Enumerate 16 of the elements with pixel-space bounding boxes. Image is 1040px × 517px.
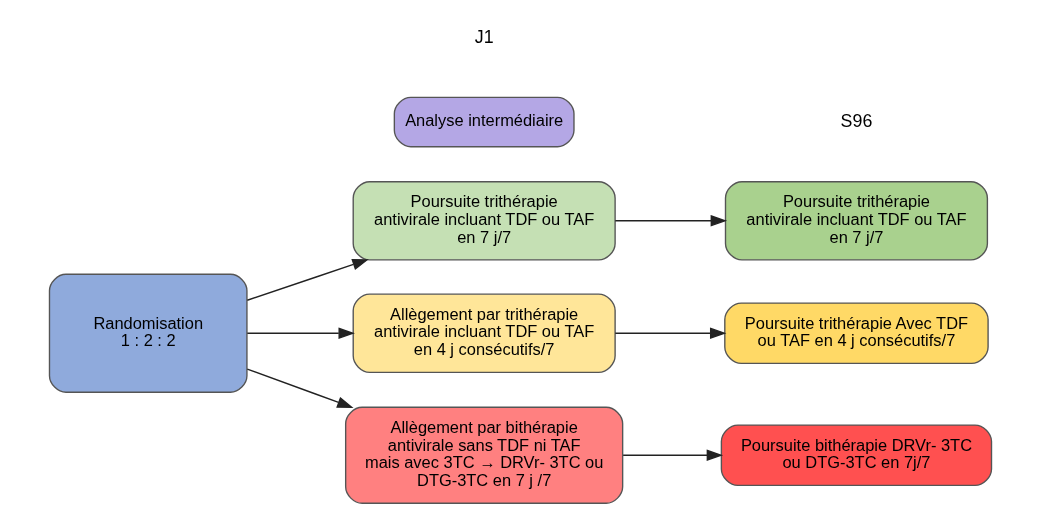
node-box: Poursuite trithérapie antivirale incluant TDF ou TAF en 7 j/7 (352, 181, 616, 261)
arrow (614, 215, 727, 227)
node-box: Randomisation 1 : 2 : 2 (48, 273, 248, 393)
node-box: Poursuite trithérapie antivirale incluant TDF ou TAF en 7 j/7 (724, 181, 988, 261)
node-box: Allègement par trithérapie antivirale incluant TDF ou TAF en 4 j consécutifs/7 (352, 293, 616, 373)
node-box: Analyse intermédiaire (393, 96, 575, 148)
label: J1 (474, 27, 494, 48)
label: S96 (840, 110, 872, 131)
node-box: Poursuite bithérapie DRVr- 3TC ou DTG-3TC en 7j/7 (720, 424, 992, 487)
arrow (246, 368, 354, 408)
arrow (246, 327, 355, 339)
node-box: Allègement par bithérapie antivirale sans TDF ni TAF mais avec 3TC → DRVr- 3TC ou DTG-3TC en 7 j /7 (344, 406, 623, 504)
arrow (621, 449, 723, 462)
arrow (246, 259, 369, 301)
node-box: Poursuite trithérapie Avec TDF ou TAF en 4 j consécutifs/7 (723, 302, 989, 365)
arrow (614, 327, 726, 339)
